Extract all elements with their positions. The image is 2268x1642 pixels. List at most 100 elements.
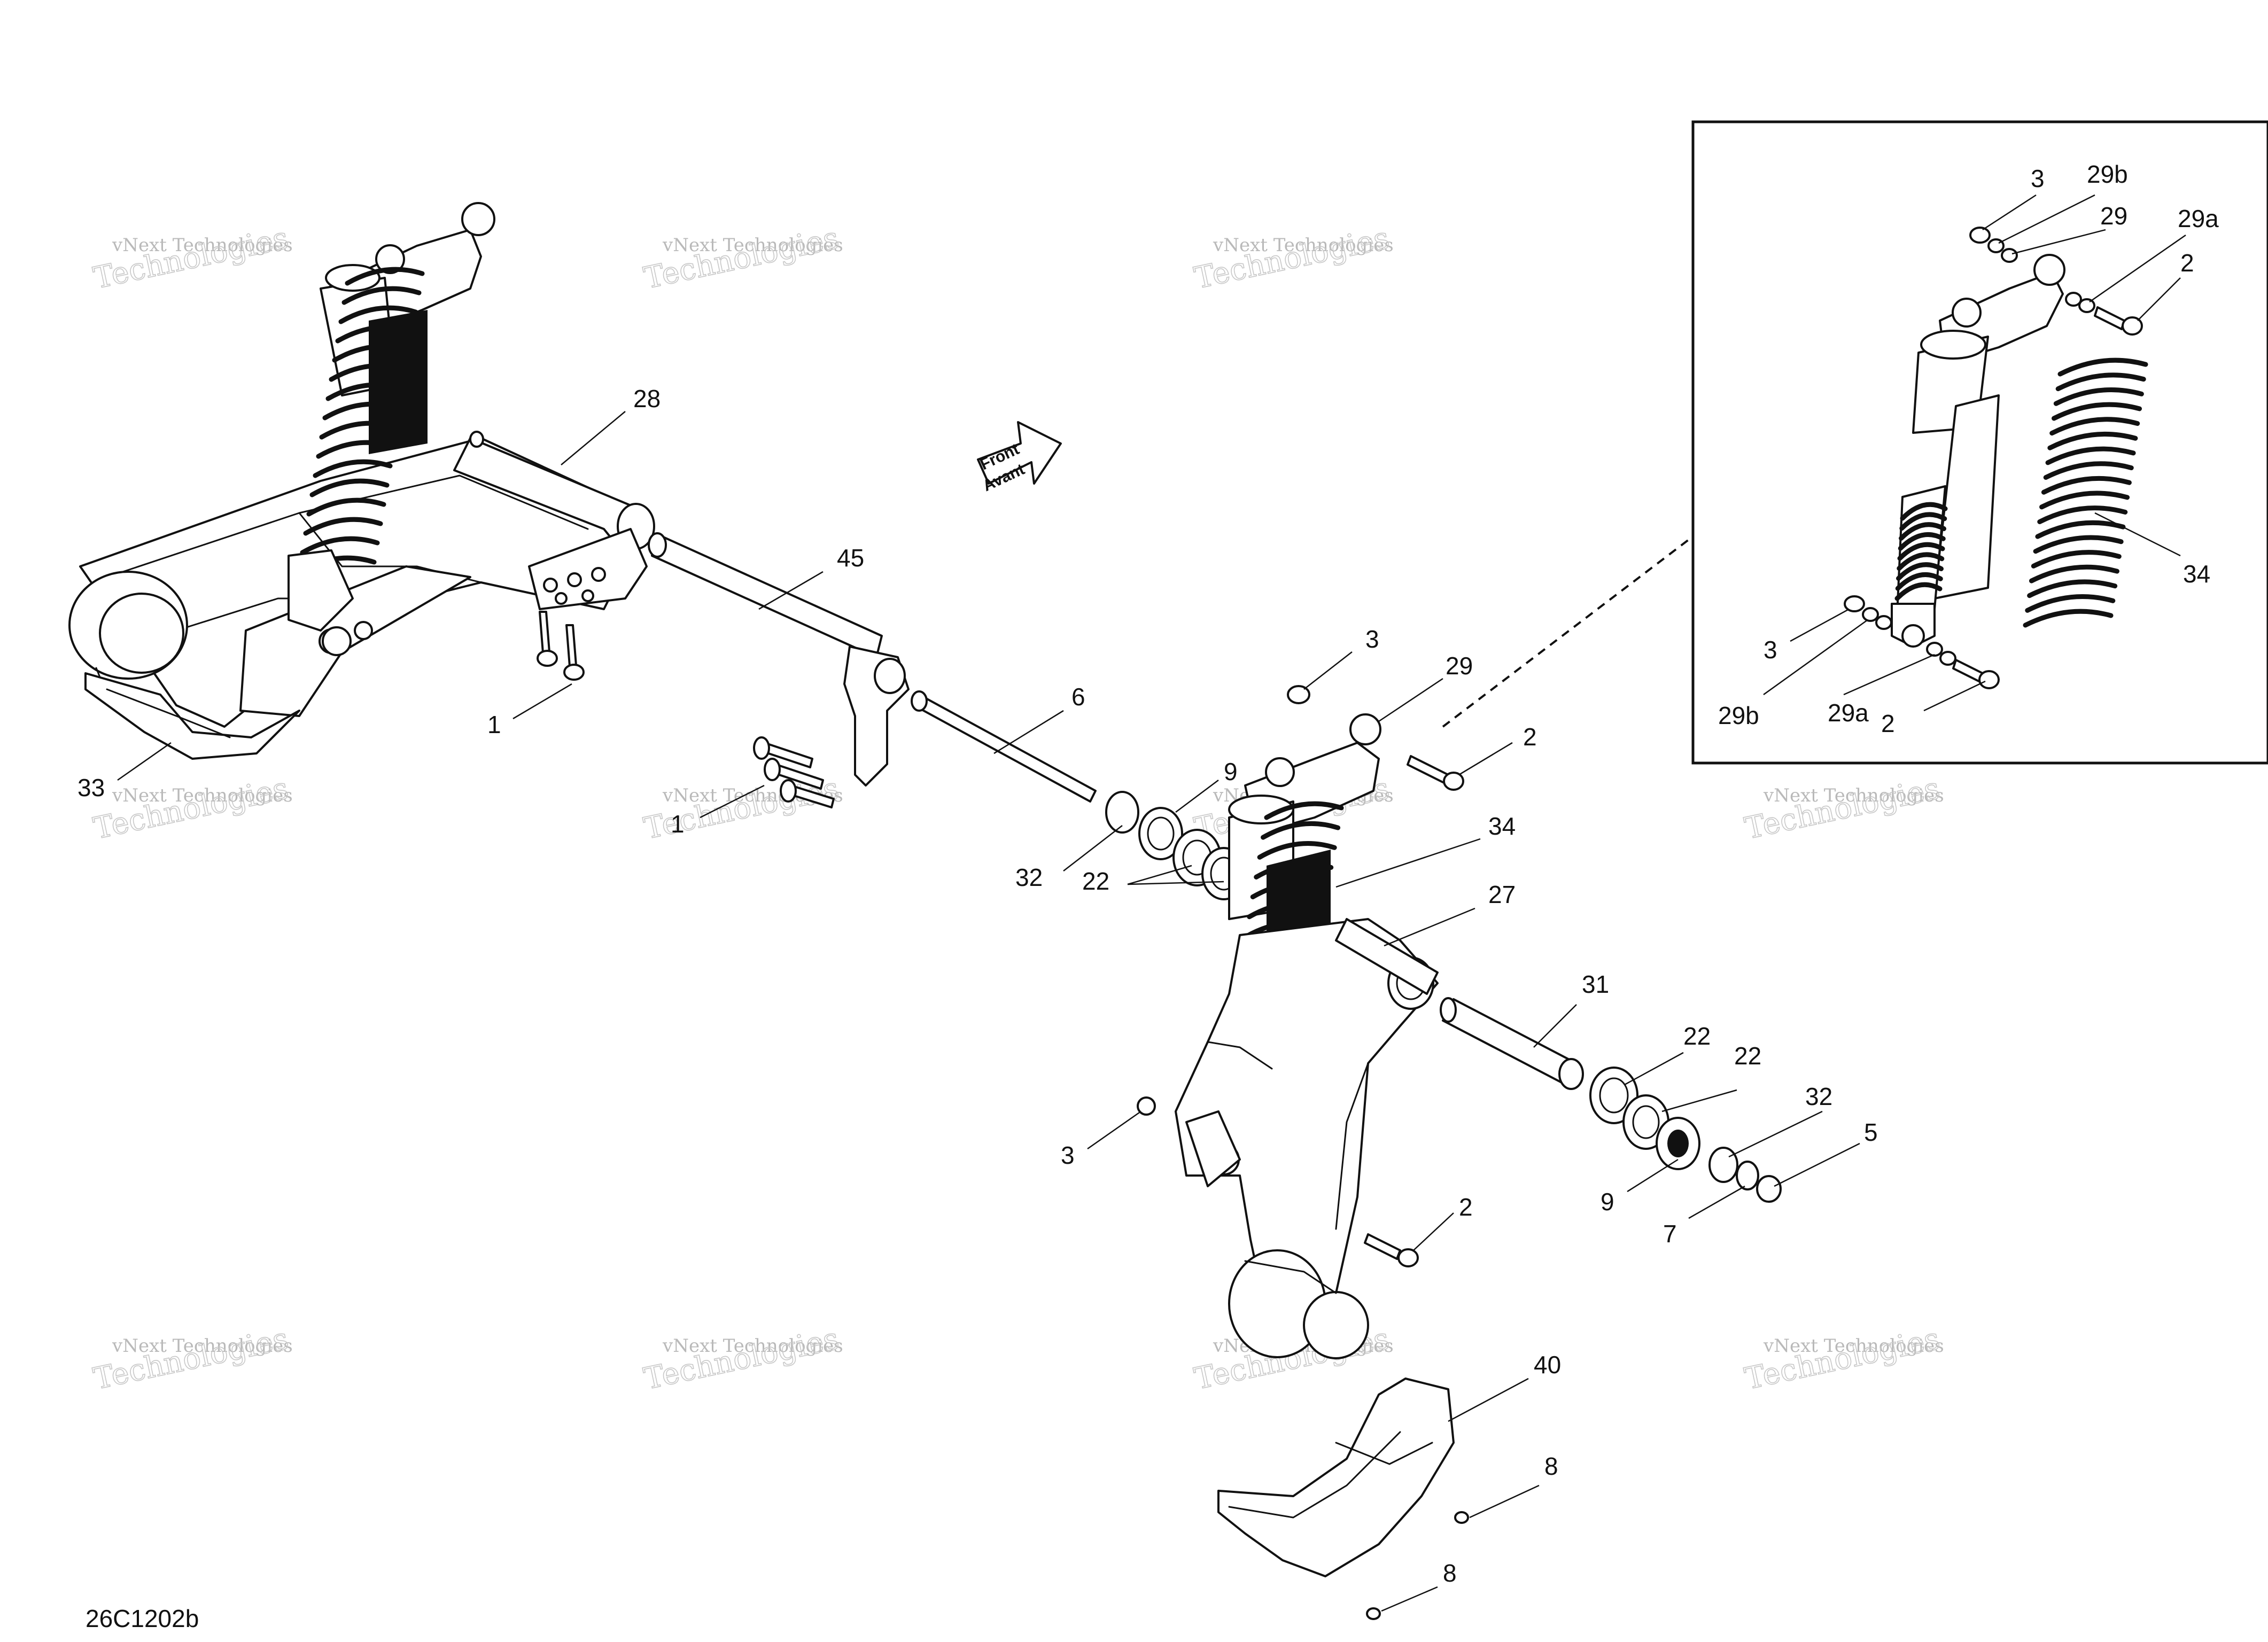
bellows-ring (1897, 552, 1945, 571)
drawing-code: 26C1202b (86, 1605, 199, 1632)
inset-callout-3-bottom: 3 (1764, 636, 1777, 664)
spring-coil (338, 305, 418, 324)
spring-coil (300, 536, 380, 555)
watermark-line1: vNext Technologies (1213, 235, 1394, 256)
callout-6: 6 (1071, 683, 1085, 711)
callout-22-b: 22 (1734, 1042, 1761, 1070)
callout-3-lower: 3 (1061, 1141, 1075, 1169)
inset-callout-labels: 3 29b 29 29a 2 34 3 29b 29a 2 (1718, 160, 2219, 737)
spring-coil (309, 478, 390, 497)
callout-33: 33 (77, 774, 105, 801)
callout-labels: 28 45 1 33 1 6 3 29 2 9 32 22 34 27 31 2… (77, 385, 1878, 1587)
inset-callout-29: 29 (2100, 202, 2127, 230)
spring-coil (2057, 357, 2148, 377)
spring-coil (2023, 609, 2114, 628)
callout-27: 27 (1488, 881, 1516, 908)
shock-detail-inset (1691, 120, 2268, 765)
right-swing-arm-assembly (1105, 685, 1782, 1620)
spring-coil (2055, 372, 2146, 392)
callout-1-mid: 1 (671, 810, 685, 838)
inset-callout-29a-bottom: 29a (1828, 699, 1869, 727)
pin-6 (911, 690, 1097, 803)
watermark-line2: Technologies (1191, 221, 1392, 296)
watermark-line1: vNext Technologies (662, 235, 843, 256)
inset-link-line (1442, 539, 1690, 728)
watermark-line1: vNext Technologies (1763, 1335, 1944, 1357)
spring-coil (2052, 402, 2142, 421)
callout-32-lower: 32 (1805, 1083, 1832, 1110)
callout-31: 31 (1582, 970, 1609, 998)
watermark-line1: vNext Technologies (1763, 785, 1944, 806)
inset-callout-29b-top: 29b (2087, 160, 2128, 188)
callout-8-lower: 8 (1443, 1559, 1457, 1587)
inset-callout-2-top: 2 (2180, 249, 2194, 277)
inset-leader-lines (1763, 194, 2186, 712)
spring-coil (1257, 841, 1337, 860)
watermark-line2: Technologies (90, 221, 291, 296)
bellows-ring (1899, 512, 1947, 531)
watermark-line2: Technologies (641, 1321, 842, 1397)
left-swing-arm-assembly (68, 202, 655, 760)
watermark-line1: vNext Technologies (112, 235, 293, 256)
spring-coil (2027, 579, 2118, 598)
bellows-ring (1898, 532, 1946, 551)
callout-8-upper: 8 (1544, 1452, 1558, 1480)
callout-34: 34 (1488, 812, 1516, 840)
spring-coil (2047, 431, 2138, 450)
watermark-line1: vNext Technologies (112, 785, 293, 806)
callout-7: 7 (1663, 1220, 1677, 1248)
watermark-line1: vNext Technologies (112, 1335, 293, 1357)
bellows-ring (1895, 572, 1943, 591)
callout-1-left: 1 (487, 711, 501, 738)
callout-2-lower: 2 (1459, 1193, 1473, 1221)
callout-9-upper: 9 (1224, 758, 1238, 785)
inset-callout-34: 34 (2183, 560, 2210, 588)
callout-22-a: 22 (1683, 1022, 1711, 1050)
spring-coil (1264, 801, 1344, 820)
callout-5: 5 (1864, 1118, 1878, 1146)
callout-28: 28 (633, 385, 661, 413)
bellows-ring (1896, 562, 1944, 581)
callout-2-upper: 2 (1523, 723, 1537, 751)
spring-coil (2039, 491, 2130, 510)
spring-coil (2029, 564, 2119, 583)
spring-coil (2049, 417, 2140, 436)
callout-3-upper: 3 (1365, 625, 1379, 653)
callout-40: 40 (1534, 1351, 1561, 1379)
spring-coil (313, 459, 393, 478)
spring-coil (2025, 594, 2116, 613)
spring-coil (2033, 535, 2124, 554)
inset-callout-29b-bottom: 29b (1718, 702, 1759, 729)
spring-coil (345, 267, 425, 286)
spring-coil (306, 497, 386, 517)
watermark-line2: Technologies (90, 771, 291, 846)
spring-coil (2031, 550, 2122, 569)
watermark-line2: Technologies (1742, 771, 1943, 846)
inset-callout-2-bottom: 2 (1881, 710, 1895, 737)
watermark-line2: Technologies (641, 221, 842, 296)
callout-32-upper: 32 (1015, 863, 1043, 891)
spring-coil (2041, 476, 2132, 495)
inset-callout-3-top: 3 (2031, 165, 2045, 192)
watermark-line1: vNext Technologies (662, 1335, 843, 1357)
spring-coil (1261, 821, 1341, 840)
callout-22-upper: 22 (1082, 867, 1109, 895)
callout-29: 29 (1446, 652, 1473, 680)
spring-coil (341, 286, 422, 305)
bellows-ring (1899, 522, 1946, 541)
spring-coil (2045, 446, 2136, 465)
spring-coil (2043, 461, 2134, 480)
bellows-ring (1900, 502, 1948, 521)
spring-coil (303, 517, 383, 536)
watermark-line2: Technologies (90, 1321, 291, 1397)
cross-shaft-45 (648, 532, 910, 808)
spring-coil (2053, 387, 2144, 406)
